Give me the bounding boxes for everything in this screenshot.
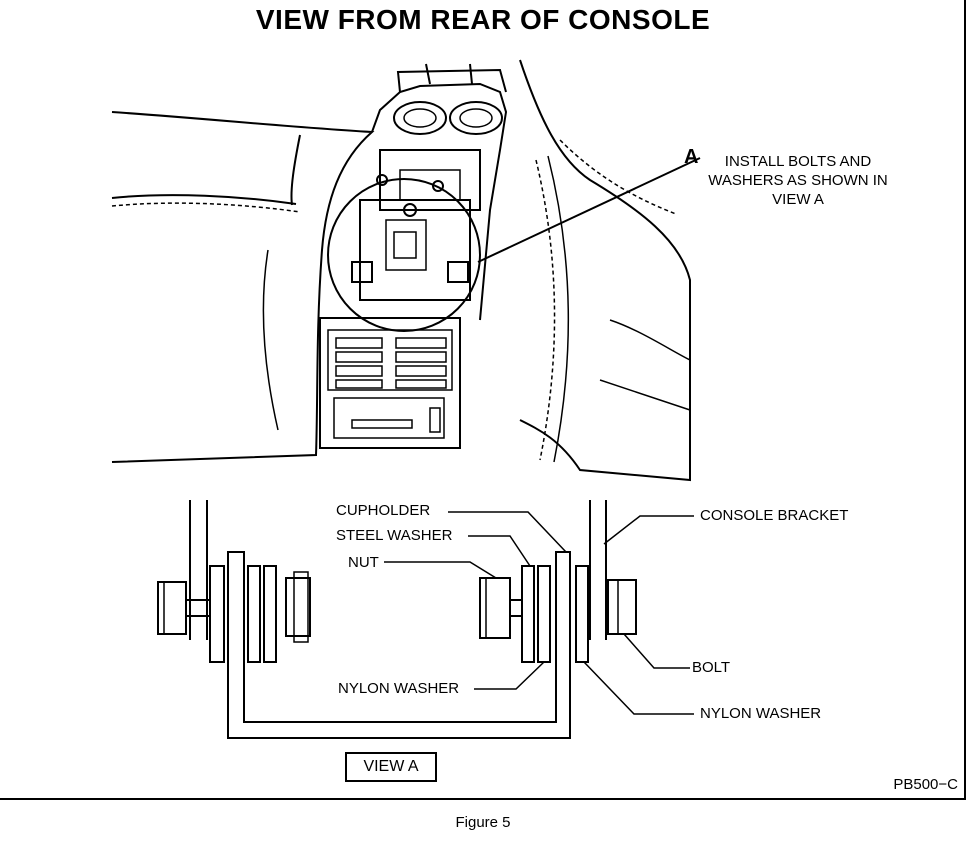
label-bolt: BOLT [692, 659, 731, 676]
console-illustration [111, 59, 701, 482]
figure-title: VIEW FROM REAR OF CONSOLE [255, 4, 711, 35]
figure-frame [0, 0, 966, 800]
label-nut: NUT [348, 554, 379, 571]
label-steel-washer: STEEL WASHER [336, 527, 453, 544]
figure-caption: Figure 5 [455, 814, 511, 831]
callout-letter: A [684, 146, 699, 168]
view-a-label: VIEW A [345, 752, 437, 782]
label-nylon-washer-right: NYLON WASHER [700, 705, 822, 722]
callout-note: INSTALL BOLTS AND WASHERS AS SHOWN IN VI… [708, 153, 888, 208]
label-nylon-washer-left: NYLON WASHER [338, 680, 460, 697]
label-console-bracket: CONSOLE BRACKET [700, 507, 849, 524]
label-cupholder: CUPHOLDER [336, 502, 431, 519]
view-a-assembly [157, 500, 694, 739]
figure-code: PB500−C [893, 776, 958, 793]
